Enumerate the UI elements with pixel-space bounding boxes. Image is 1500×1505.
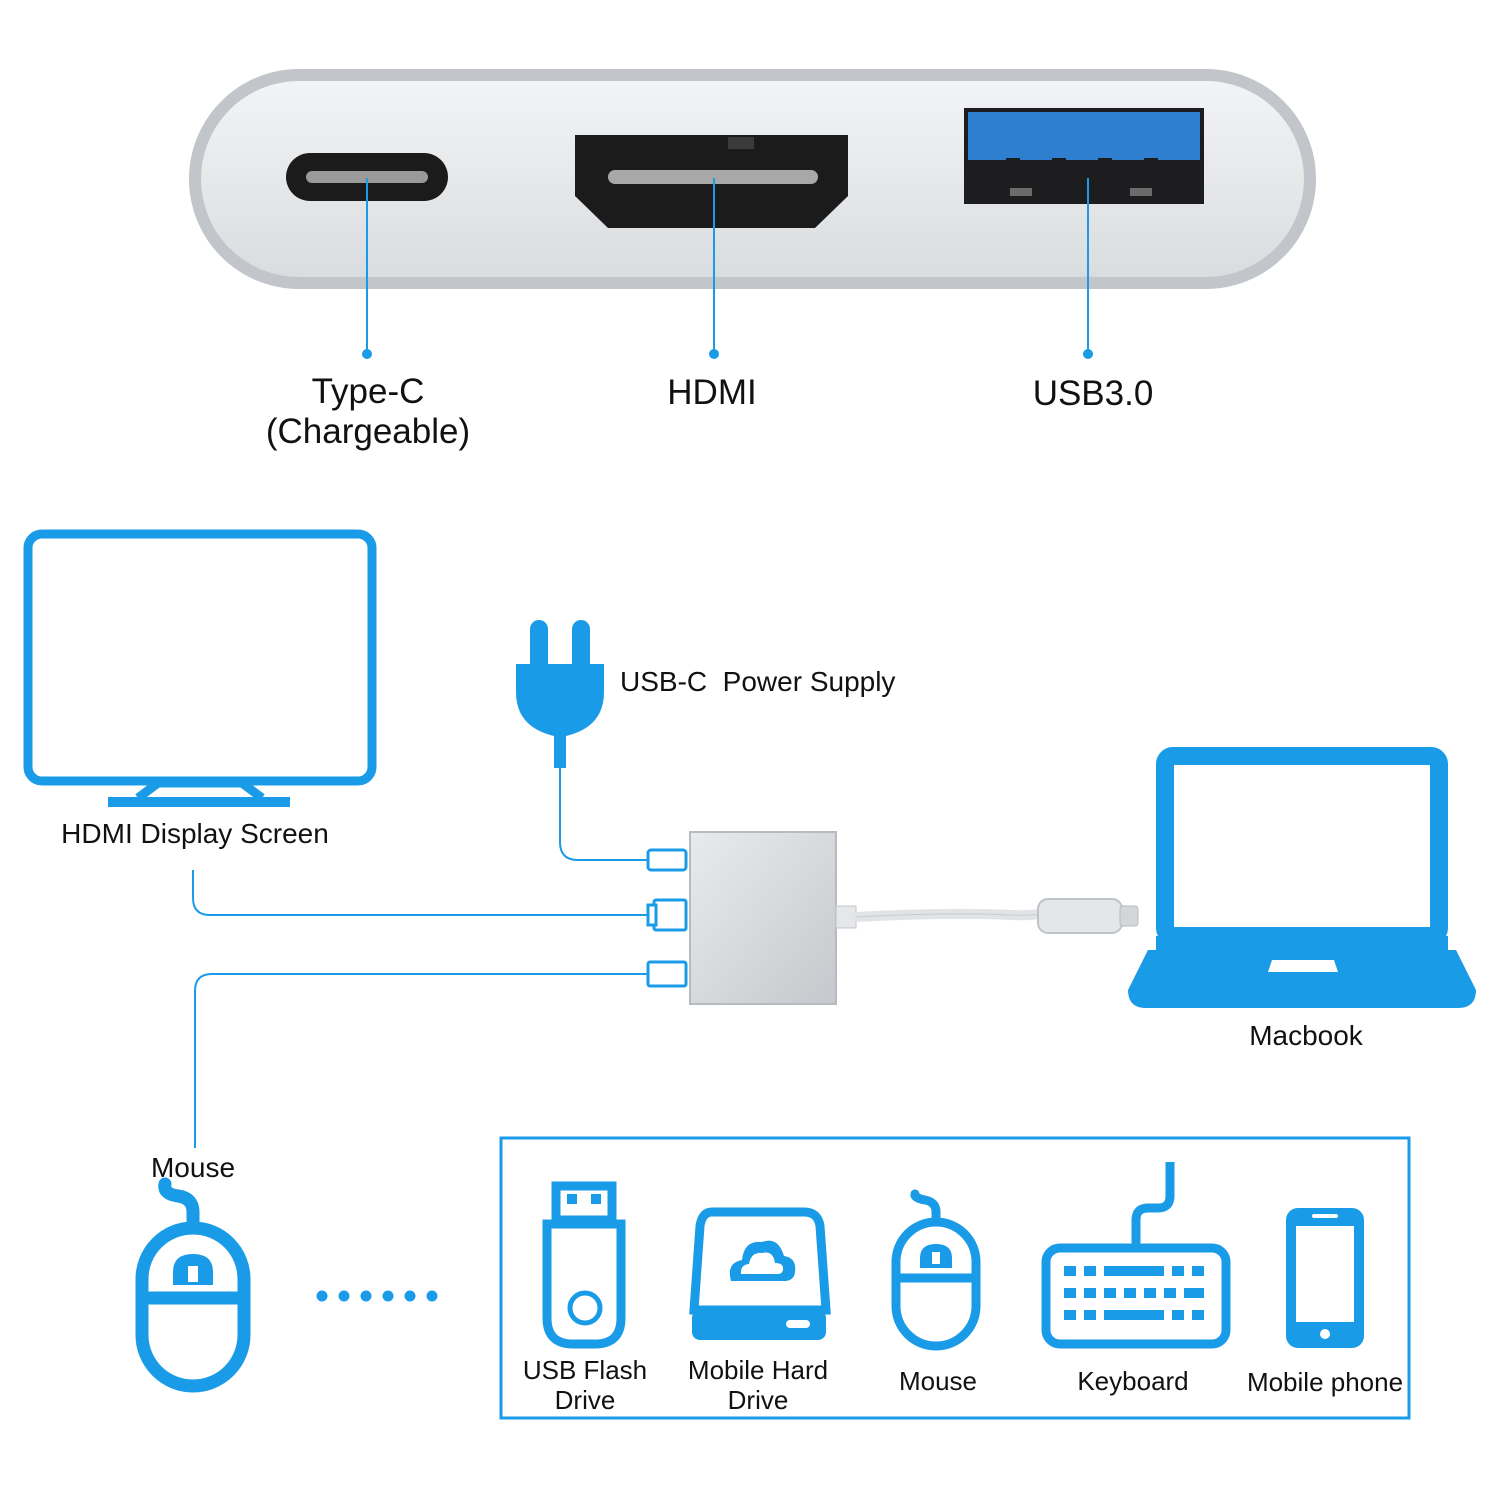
hdmi-port-icon bbox=[575, 135, 848, 228]
typec-port-icon bbox=[286, 153, 448, 201]
small-mouse-button-icon bbox=[920, 1244, 952, 1268]
display-screen-label: HDMI Display Screen bbox=[61, 818, 329, 849]
usb3-port-icon bbox=[964, 108, 1204, 204]
usb3-leader-dot bbox=[1083, 349, 1093, 359]
typec-label-line1: Type-C bbox=[311, 372, 425, 411]
mouse-icon bbox=[135, 1177, 251, 1393]
macbook-icon bbox=[1128, 747, 1476, 1008]
adapter-cable bbox=[851, 898, 1139, 934]
typec-label-line2: (Chargeable) bbox=[265, 412, 471, 452]
device-label-mouse: Mouse bbox=[898, 1366, 978, 1396]
more-devices-dots-icon bbox=[316, 1290, 438, 1302]
keyboard-icon bbox=[1041, 1162, 1231, 1349]
device-label-usb-flash-drive: USB Flash Drive bbox=[522, 1355, 648, 1415]
hdmi-leader-dot bbox=[709, 349, 719, 359]
usb-flash-drive-icon bbox=[542, 1181, 626, 1349]
device-label-mobile-phone: Mobile phone bbox=[1246, 1367, 1404, 1397]
hdmi-port-label: HDMI bbox=[667, 373, 757, 412]
mouse-connection-label: Mouse bbox=[150, 1152, 236, 1183]
connection-lines bbox=[192, 768, 648, 1148]
devices-panel bbox=[499, 1136, 1411, 1420]
power-plug-icon bbox=[516, 620, 604, 768]
mobile-phone-icon bbox=[1286, 1208, 1364, 1348]
mouse-button-icon bbox=[173, 1254, 213, 1285]
device-label-keyboard: Keyboard bbox=[1077, 1366, 1189, 1396]
port-leader-lines bbox=[366, 178, 1089, 352]
mobile-hard-drive-icon bbox=[689, 1207, 831, 1340]
small-mouse-icon bbox=[891, 1189, 981, 1351]
hub-connectors bbox=[646, 848, 688, 988]
device-label-mobile-hard-drive: Mobile Hard Drive bbox=[687, 1355, 829, 1415]
macbook-label: Macbook bbox=[1249, 1020, 1363, 1051]
usb3-port-label: USB3.0 bbox=[1032, 374, 1154, 413]
power-supply-label: USB-C Power Supply bbox=[620, 666, 896, 697]
typec-leader-dot bbox=[362, 349, 372, 359]
adapter-hub bbox=[689, 831, 857, 1005]
hdmi-display-screen-icon bbox=[23, 529, 377, 807]
typec-port-label: Type-C (Chargeable) bbox=[238, 372, 498, 453]
